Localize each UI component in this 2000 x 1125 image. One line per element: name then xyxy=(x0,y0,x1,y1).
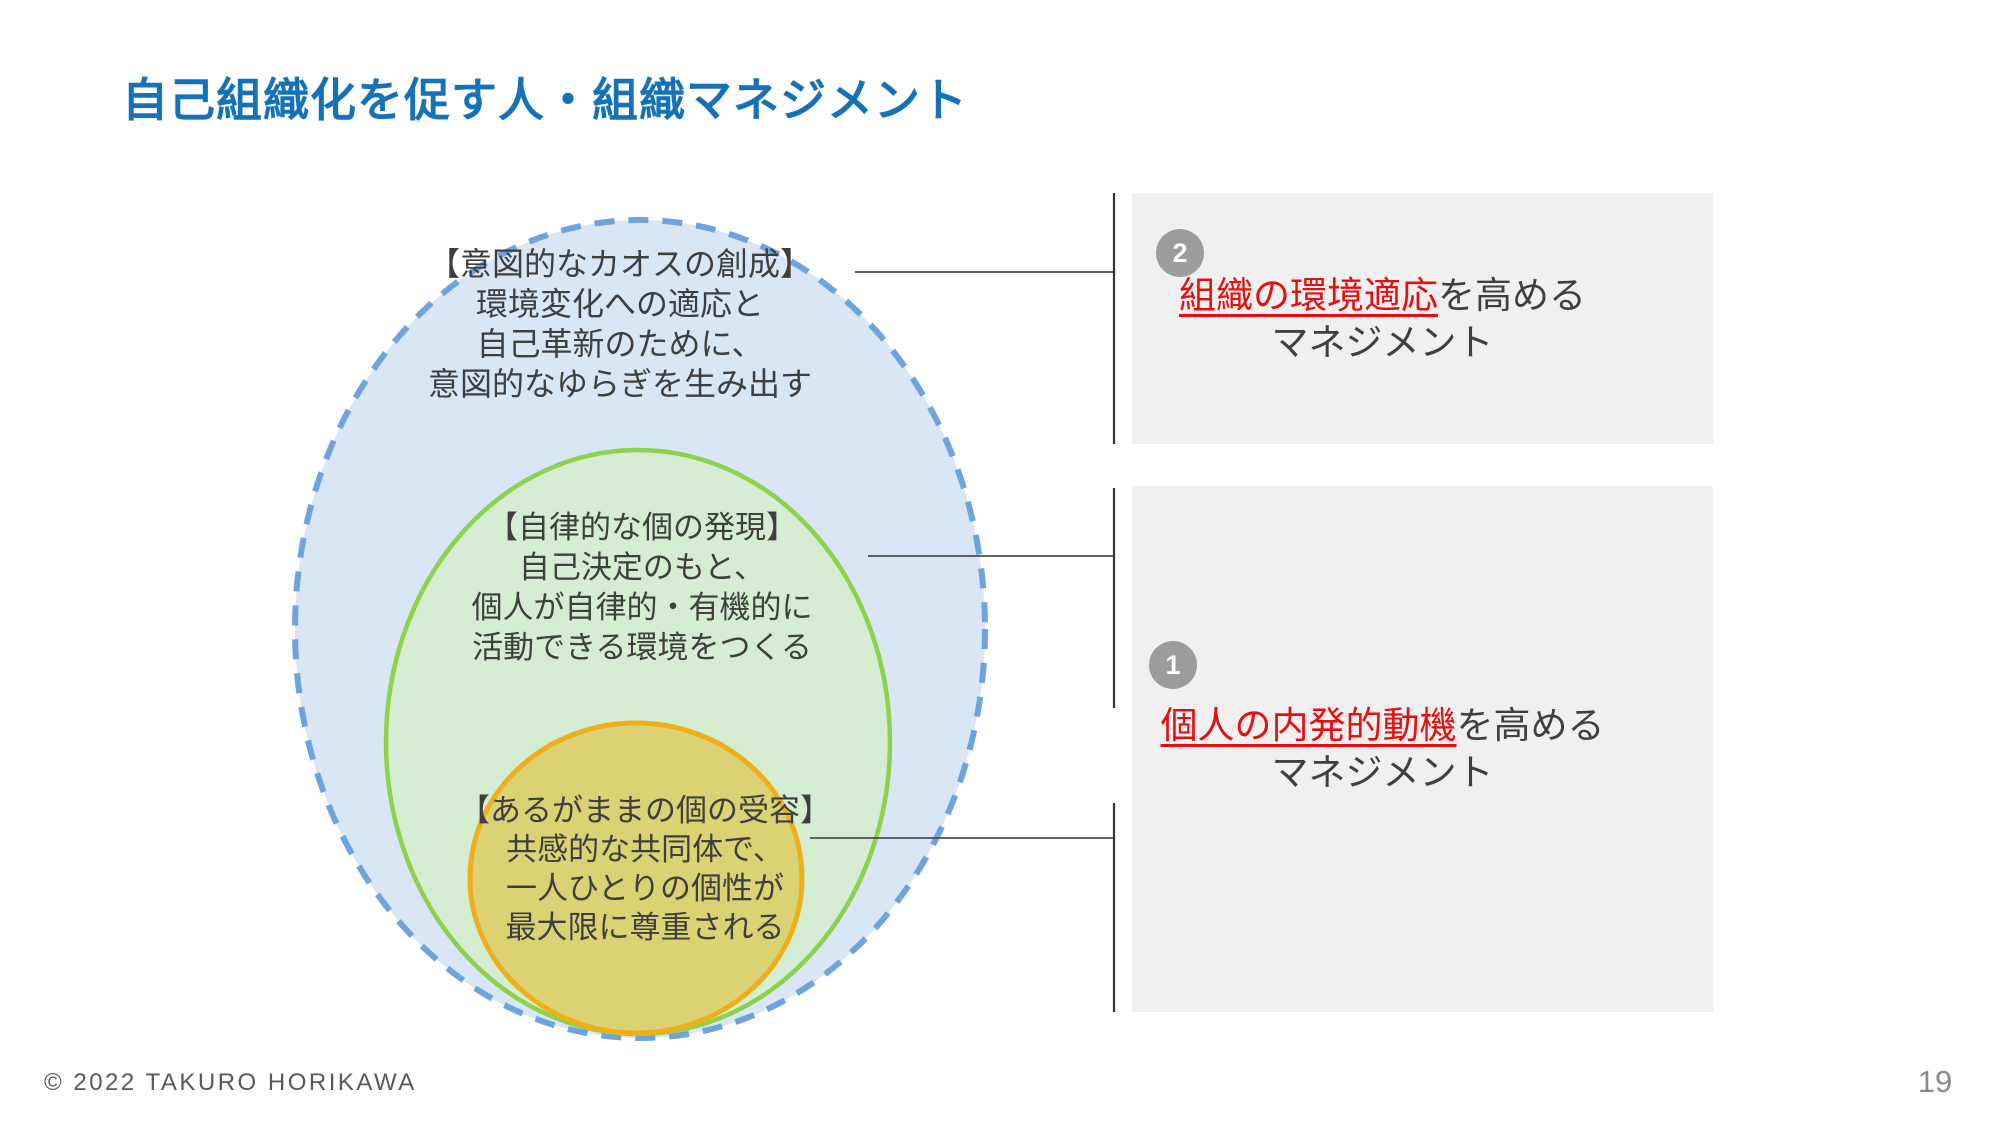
callout-1-highlight: 個人の内発的動機 xyxy=(1160,705,1457,746)
middle-ring-line: 活動できる環境をつくる xyxy=(472,630,812,665)
middle-ring-line: 個人が自律的・有機的に xyxy=(471,590,813,625)
callout-1-line2: マネジメント xyxy=(1271,752,1494,793)
middle-ring-line: 自己決定のもと、 xyxy=(518,550,766,585)
inner-ring-line: 一人ひとりの個性が xyxy=(505,871,785,906)
callout-2-line1: 組織の環境適応を高める xyxy=(1132,272,1633,319)
badge-2-number: 2 xyxy=(1172,237,1188,268)
callout-box-1: 1 個人の内発的動機を高める マネジメント xyxy=(1132,486,1713,1012)
inner-ring-line: 共感的な共同体で、 xyxy=(506,832,784,867)
slide-title: 自己組織化を促す人・組織マネジメント xyxy=(122,74,968,126)
outer-ring-line: 環境変化への適応と xyxy=(475,286,764,322)
callout-box-2: 2 組織の環境適応を高める マネジメント xyxy=(1132,193,1713,444)
callout-1-line1: 個人の内発的動機を高める xyxy=(1132,702,1633,749)
callout-1-suffix: を高める xyxy=(1456,705,1605,746)
middle-ring-heading: 【自律的な個の発現】 xyxy=(487,510,797,545)
callout-badge-2: 2 xyxy=(1156,229,1204,277)
callout-2-line2: マネジメント xyxy=(1271,321,1494,363)
badge-1-number: 1 xyxy=(1165,649,1181,680)
outer-ring-line: 自己革新のために、 xyxy=(476,326,764,362)
page-number: 19 xyxy=(1917,1064,1953,1099)
outer-ring-heading: 【意図的なカオスの創成】 xyxy=(427,246,812,282)
middle-ring-label: 【自律的な個の発現】 自己決定のもと、 個人が自律的・有機的に 活動できる環境を… xyxy=(342,508,942,668)
copyright-text: © 2022 TAKURO HORIKAWA xyxy=(44,1069,417,1096)
callout-badge-1: 1 xyxy=(1149,641,1197,689)
inner-ring-line: 最大限に尊重される xyxy=(505,910,785,945)
inner-ring-heading: 【あるがままの個の受容】 xyxy=(459,793,831,828)
callout-2-highlight: 組織の環境適応 xyxy=(1179,274,1438,316)
inner-ellipse xyxy=(467,720,805,1036)
outer-ring-label: 【意図的なカオスの創成】 環境変化への適応と 自己革新のために、 意図的なゆらぎ… xyxy=(320,244,920,404)
callout-text-1: 個人の内発的動機を高める マネジメント xyxy=(1132,702,1633,796)
callout-2-suffix: を高める xyxy=(1438,274,1586,316)
inner-ring-label: 【あるがままの個の受容】 共感的な共同体で、 一人ひとりの個性が 最大限に尊重さ… xyxy=(345,791,945,947)
outer-ring-line: 意図的なゆらぎを生み出す xyxy=(427,366,812,402)
callout-text-2: 組織の環境適応を高める マネジメント xyxy=(1132,272,1633,366)
